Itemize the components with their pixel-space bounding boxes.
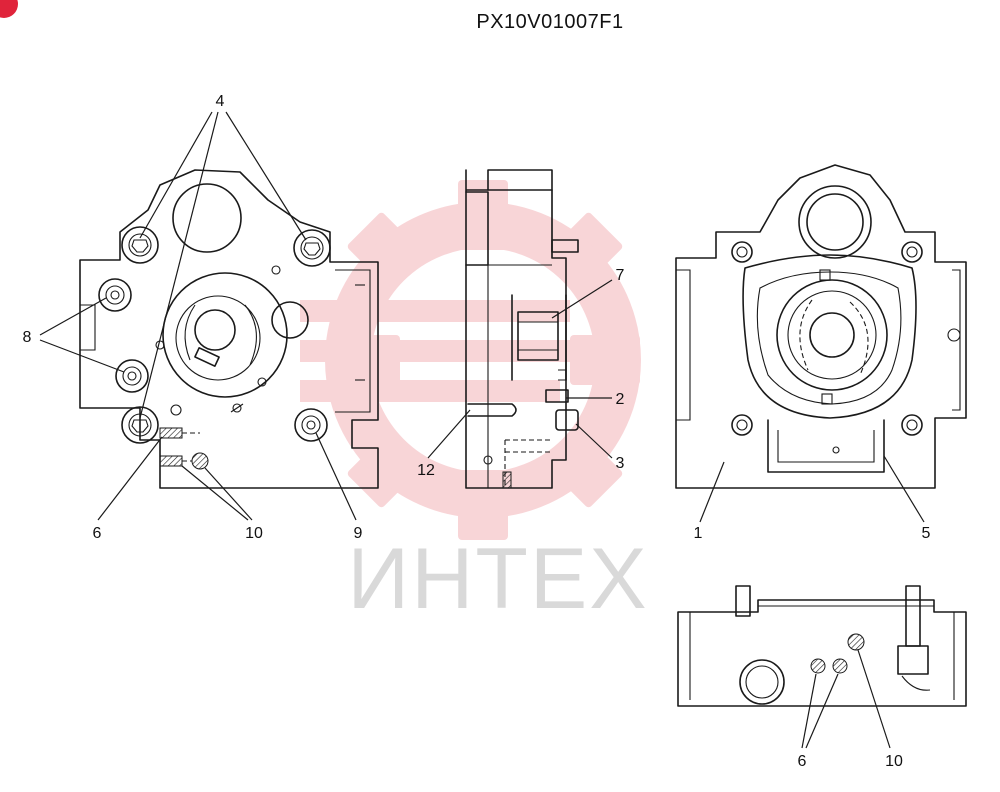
callout-5: 5 — [922, 525, 931, 542]
rear-view — [675, 164, 967, 523]
bolt-4-top-left — [121, 226, 159, 264]
front-view — [39, 111, 379, 521]
watermark-logo — [300, 180, 641, 540]
diagram-title: PX10V01007F1 — [476, 11, 623, 33]
pin-2 — [545, 389, 569, 403]
top-view — [677, 585, 967, 749]
callout-6-bottom: 6 — [798, 753, 807, 770]
spring-3 — [555, 409, 579, 431]
plug-10 — [191, 452, 209, 470]
callout-10-bottom: 10 — [885, 753, 903, 770]
callout-12: 12 — [417, 462, 435, 479]
callout-6-left: 6 — [93, 525, 102, 542]
callout-1: 1 — [694, 525, 703, 542]
sleeve-7 — [517, 311, 559, 361]
callout-4: 4 — [216, 93, 225, 110]
callout-8: 8 — [23, 329, 32, 346]
orifice-6 — [159, 427, 183, 439]
orifice-6-second — [159, 455, 183, 467]
callout-10-left: 10 — [245, 525, 263, 542]
side-view — [427, 169, 613, 489]
callout-7: 7 — [616, 267, 625, 284]
corner-badge — [0, 0, 18, 18]
cover-plate-5 — [767, 419, 885, 473]
watermark-text: ИНТЕХ — [347, 531, 648, 627]
plug-8-lower — [115, 359, 149, 393]
top-view-port — [739, 659, 785, 705]
o-ring-12 — [467, 403, 517, 417]
callout-2: 2 — [616, 391, 625, 408]
bolt-4-top-right — [293, 229, 331, 267]
orifice-6-top-b — [832, 658, 848, 674]
bolt-4-bottom-left — [121, 406, 159, 444]
plug-9 — [294, 408, 328, 442]
callout-3: 3 — [616, 455, 625, 472]
orifice-6-top-a — [810, 658, 826, 674]
callout-9: 9 — [354, 525, 363, 542]
plug-8-upper — [98, 278, 132, 312]
plug-10-top — [847, 633, 865, 651]
